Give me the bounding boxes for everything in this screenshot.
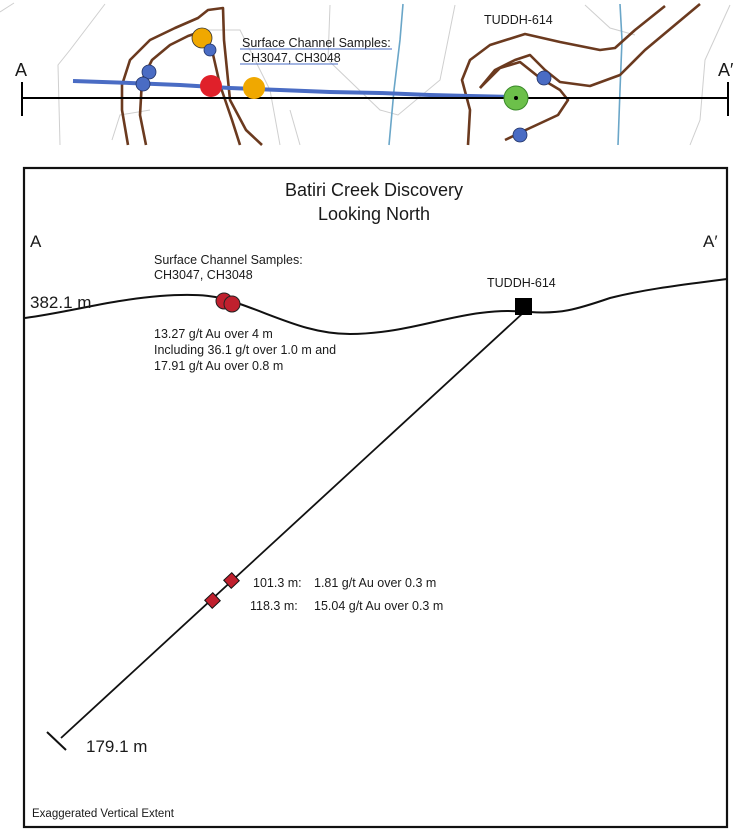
topo-line — [584, 4, 636, 36]
contour-mid-west — [210, 49, 242, 146]
drillhole-collar — [515, 298, 532, 315]
topo-line — [0, 2, 15, 13]
section-channel-label-line2: CH3047, CH3048 — [154, 268, 253, 282]
section-drillhole-label: TUDDH-614 — [487, 276, 556, 290]
channel-result-line3: 17.91 g/t Au over 0.8 m — [154, 359, 283, 373]
channel-result-line2: Including 36.1 g/t over 1.0 m and — [154, 343, 336, 357]
sample-orange — [243, 77, 265, 99]
contour-east-outer — [460, 4, 666, 146]
section-line — [21, 82, 729, 116]
channel-result-line1: 13.27 g/t Au over 4 m — [154, 327, 273, 341]
map-channel-label-line1: Surface Channel Samples: — [242, 36, 391, 50]
creek-line — [388, 3, 404, 146]
contour-inner-west — [138, 30, 201, 146]
section-frame — [22, 166, 729, 829]
sample-orange — [191, 27, 213, 49]
section-title-line2: Looking North — [318, 204, 430, 224]
sample-blue — [512, 127, 528, 143]
sample-blue — [203, 43, 217, 57]
map-drillhole-label: TUDDH-614 — [484, 13, 553, 27]
topo-line — [327, 4, 456, 116]
topo-line — [689, 4, 731, 146]
plan-map: A A′ Surface Channel Samples: CH3047, CH… — [0, 2, 734, 146]
section-start-label: A — [15, 60, 27, 80]
vertical-exaggeration-note: Exaggerated Vertical Extent — [32, 808, 175, 820]
contour-outer-west — [120, 6, 263, 146]
contour-east-mid — [479, 3, 701, 89]
section-end-label: A′ — [718, 60, 734, 80]
intercept-depth-2: 118.3 m: — [250, 599, 298, 613]
sample-blue — [141, 64, 157, 80]
intercept-depth-1: 101.3 m: — [253, 576, 302, 590]
collar-elevation-label: 382.1 m — [30, 293, 91, 312]
section-title-line1: Batiri Creek Discovery — [285, 180, 463, 200]
channel-sample-trace — [72, 79, 516, 99]
section-end-label: A′ — [703, 232, 718, 251]
geologic-contours — [120, 3, 701, 146]
channel-sample-marker — [223, 295, 241, 313]
contour-east-loop — [479, 60, 570, 142]
intercept-result-2: 15.04 g/t Au over 0.3 m — [314, 599, 443, 613]
topo-line — [289, 109, 301, 146]
drillhole-collar-center — [514, 96, 518, 100]
creek-line — [617, 3, 623, 146]
creeks — [388, 3, 623, 146]
map-channel-label-line2: CH3047, CH3048 — [242, 51, 341, 65]
intercept-result-1: 1.81 g/t Au over 0.3 m — [314, 576, 436, 590]
sample-blue — [536, 70, 552, 86]
sample-blue — [135, 76, 151, 92]
drillhole-trace — [60, 312, 524, 739]
end-of-hole-label: 179.1 m — [86, 737, 147, 756]
sample-red — [200, 75, 222, 97]
intercept-marker — [204, 592, 221, 609]
section-channel-label-line1: Surface Channel Samples: — [154, 253, 303, 267]
section-start-label: A — [30, 232, 42, 251]
topographic-surface — [24, 278, 728, 336]
topo-line — [57, 3, 106, 146]
sample-points — [135, 27, 552, 143]
end-of-hole-tick — [46, 731, 67, 751]
intercept-marker — [223, 572, 240, 589]
